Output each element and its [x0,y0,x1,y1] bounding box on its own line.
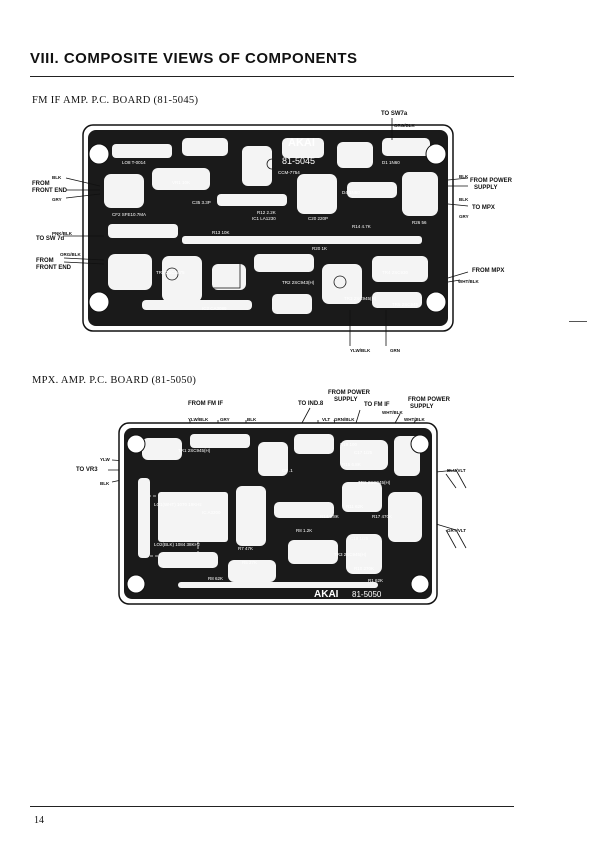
b2-label-from-power-supply-1b: SUPPLY [334,397,358,403]
b1-label-ylw-blk: YLW/BLK [350,348,371,353]
b2-label-gry-vlt: GRY/VLT [447,528,466,533]
b2-comp-16: R7 47K [238,546,253,551]
b2-comp-0: TR1 2SC945(H) [178,448,211,453]
b1-comp-17: C35 3.3P [192,200,211,205]
b1-label-blk-right: BLK [459,174,469,179]
b1-comp-3: TR4 2SC930 [382,270,409,275]
b1-comp-4: TR5 2SC945 [392,302,419,307]
b2-comp-18: R1 62K [368,578,383,583]
board2-number: 81-5050 [352,590,382,599]
margin-mark [569,321,587,322]
b1-label-from-front-end-1b: FRONT END [32,188,67,194]
b1-comp-2: TR3 2SC945(H) [344,296,377,301]
b2-label-from-power-supply-2a: FROM POWER [408,397,450,403]
b2-label-from-power-supply-1a: FROM POWER [328,390,370,396]
b1-label-grn: GRN [390,348,400,353]
board1-wire-leads [63,118,469,346]
b1-label-to-mpx: TO MPX [472,205,495,211]
board2-heading: MPX. AMP. P.C. BOARD (81-5050) [32,375,197,386]
b2-comp-9: R14 6.8K [320,514,339,519]
b1-comp-8: R12 2.2K [257,210,276,215]
b1-label-from-power-supply-b: SUPPLY [474,185,498,191]
b1-comp-18: LO8 T-0014 [122,160,146,165]
b2-comp-19: C8 .1 [282,468,293,473]
mpx-amp-pcb-drawing: AKAI 81-5050 TR1 2SC945(H) TR2 2SC945(H)… [118,422,438,605]
b2-label-from-fm-if: FROM FM IF [188,401,223,407]
b1-comp-0: TR1 2SC1675 [156,270,185,275]
b2-label-to-fm-if: TO FM IF [364,402,390,408]
b1-comp-9: R13 10K [212,230,230,235]
b2-comp-12: C18 1/25 [350,536,369,541]
b1-label-pnk-blk: PNK/BLK [52,231,72,236]
b1-comp-15: R26 56 [412,220,427,225]
b2-label-gry: GRY [220,417,230,422]
b2-label-grn-blk: GRN/BLK [334,417,355,422]
section-title: VIII. COMPOSITE VIEWS OF COMPONENTS [30,50,358,67]
b2-comp-5: LO2(BLK) 1084 38KHz [154,542,201,547]
b2-comp-3: IC A3200 [202,510,221,515]
b1-label-gry-left: GRY [52,197,62,202]
b1-label-from-front-end-1a: FROM [32,181,50,187]
b1-label-to-sw7d: TO SW 7d [36,236,65,242]
b1-comp-1: TR2 2SC943(H) [282,280,315,285]
b1-comp-19: CCM-7754 [278,170,300,175]
b2-label-wht-blk-2: WHT/BLK [404,417,425,422]
board2-brand: AKAI [314,589,339,600]
b2-label-ylw: YLW [100,457,110,462]
fm-if-pcb-drawing: AKAI 81-5045 TR1 2SC1675 TR2 2SC943(H) T… [82,124,454,332]
b2-comp-11: R17 470K [372,514,392,519]
b1-label-org-blk: ORG/BLK [394,123,415,128]
title-rule [30,76,514,77]
b2-comp-10: R11 62K [346,504,363,509]
b2-comp-15: R5 27K [242,560,257,565]
b1-comp-13: D1 1N60 [382,160,400,165]
b1-comp-14: D4 1N60 [342,190,360,195]
board1-brand: AKAI [288,137,315,149]
b1-comp-11: R20 1K [312,246,327,251]
b1-comp-12: C20 220P [308,216,328,221]
b2-comp-13: R10 270K [354,566,374,571]
b1-comp-10: R14 4.7K [352,224,371,229]
b2-label-from-power-supply-2b: SUPPLY [410,404,434,410]
b1-label-from-front-end-2a: FROM [36,258,54,264]
b2-label-wht-blk: WHT/BLK [382,410,403,415]
b2-comp-7: C17 1/25 [354,450,373,455]
b1-comp-7: IC2 CA3089 [202,306,227,311]
b2-label-blu-vlt: BLU/VLT [447,468,466,473]
b1-comp-5: CF2 SFE10.7MA [112,212,146,217]
b2-comp-2: TR3 2SC945(H) [334,552,367,557]
b1-label-from-front-end-2b: FRONT END [36,265,71,271]
b1-label-blk-left: BLK [52,175,62,180]
b1-comp-16: VR1 10K [172,180,190,185]
b2-comp-1: TR2 2SC945(H) [358,480,391,485]
b1-label-wht-blk: WHT/BLK [458,279,479,284]
b2-label-blk-left: BLK [100,481,110,486]
b2-comp-4: LO1(WHT) 1070 19KHz [154,502,203,507]
b2-label-to-vr3: TO VR3 [76,467,98,473]
b2-comp-17: R8 62K [208,576,223,581]
b1-label-to-sw7a: TO SW7a [381,111,408,117]
b2-comp-8: R15 6.8K [342,462,361,467]
b1-label-from-power-supply-a: FROM POWER [470,178,512,184]
b2-comp-14: R8 1.2K [296,528,312,533]
b1-label-from-mpx: FROM MPX [472,268,505,274]
b2-label-to-ind8: TO IND.8 [298,401,324,407]
b2-label-blk: BLK [247,417,257,422]
board1-number: 81-5045 [282,156,315,166]
b1-comp-6: IC1 LA1230 [252,216,276,221]
b2-comp-6: R19 100 [340,442,358,447]
b1-label-org-blk-2: ORG/BLK [60,252,81,257]
page-number: 14 [34,815,44,826]
b2-label-vlt: VLT [322,417,331,422]
b1-label-blk-right-2: BLK [459,197,469,202]
board1-heading: FM IF AMP. P.C. BOARD (81-5045) [32,95,199,106]
b1-label-gry-right: GRY [459,214,469,219]
b2-label-ylw-blk: YLW/BLK [188,417,209,422]
footer-rule [30,806,514,807]
